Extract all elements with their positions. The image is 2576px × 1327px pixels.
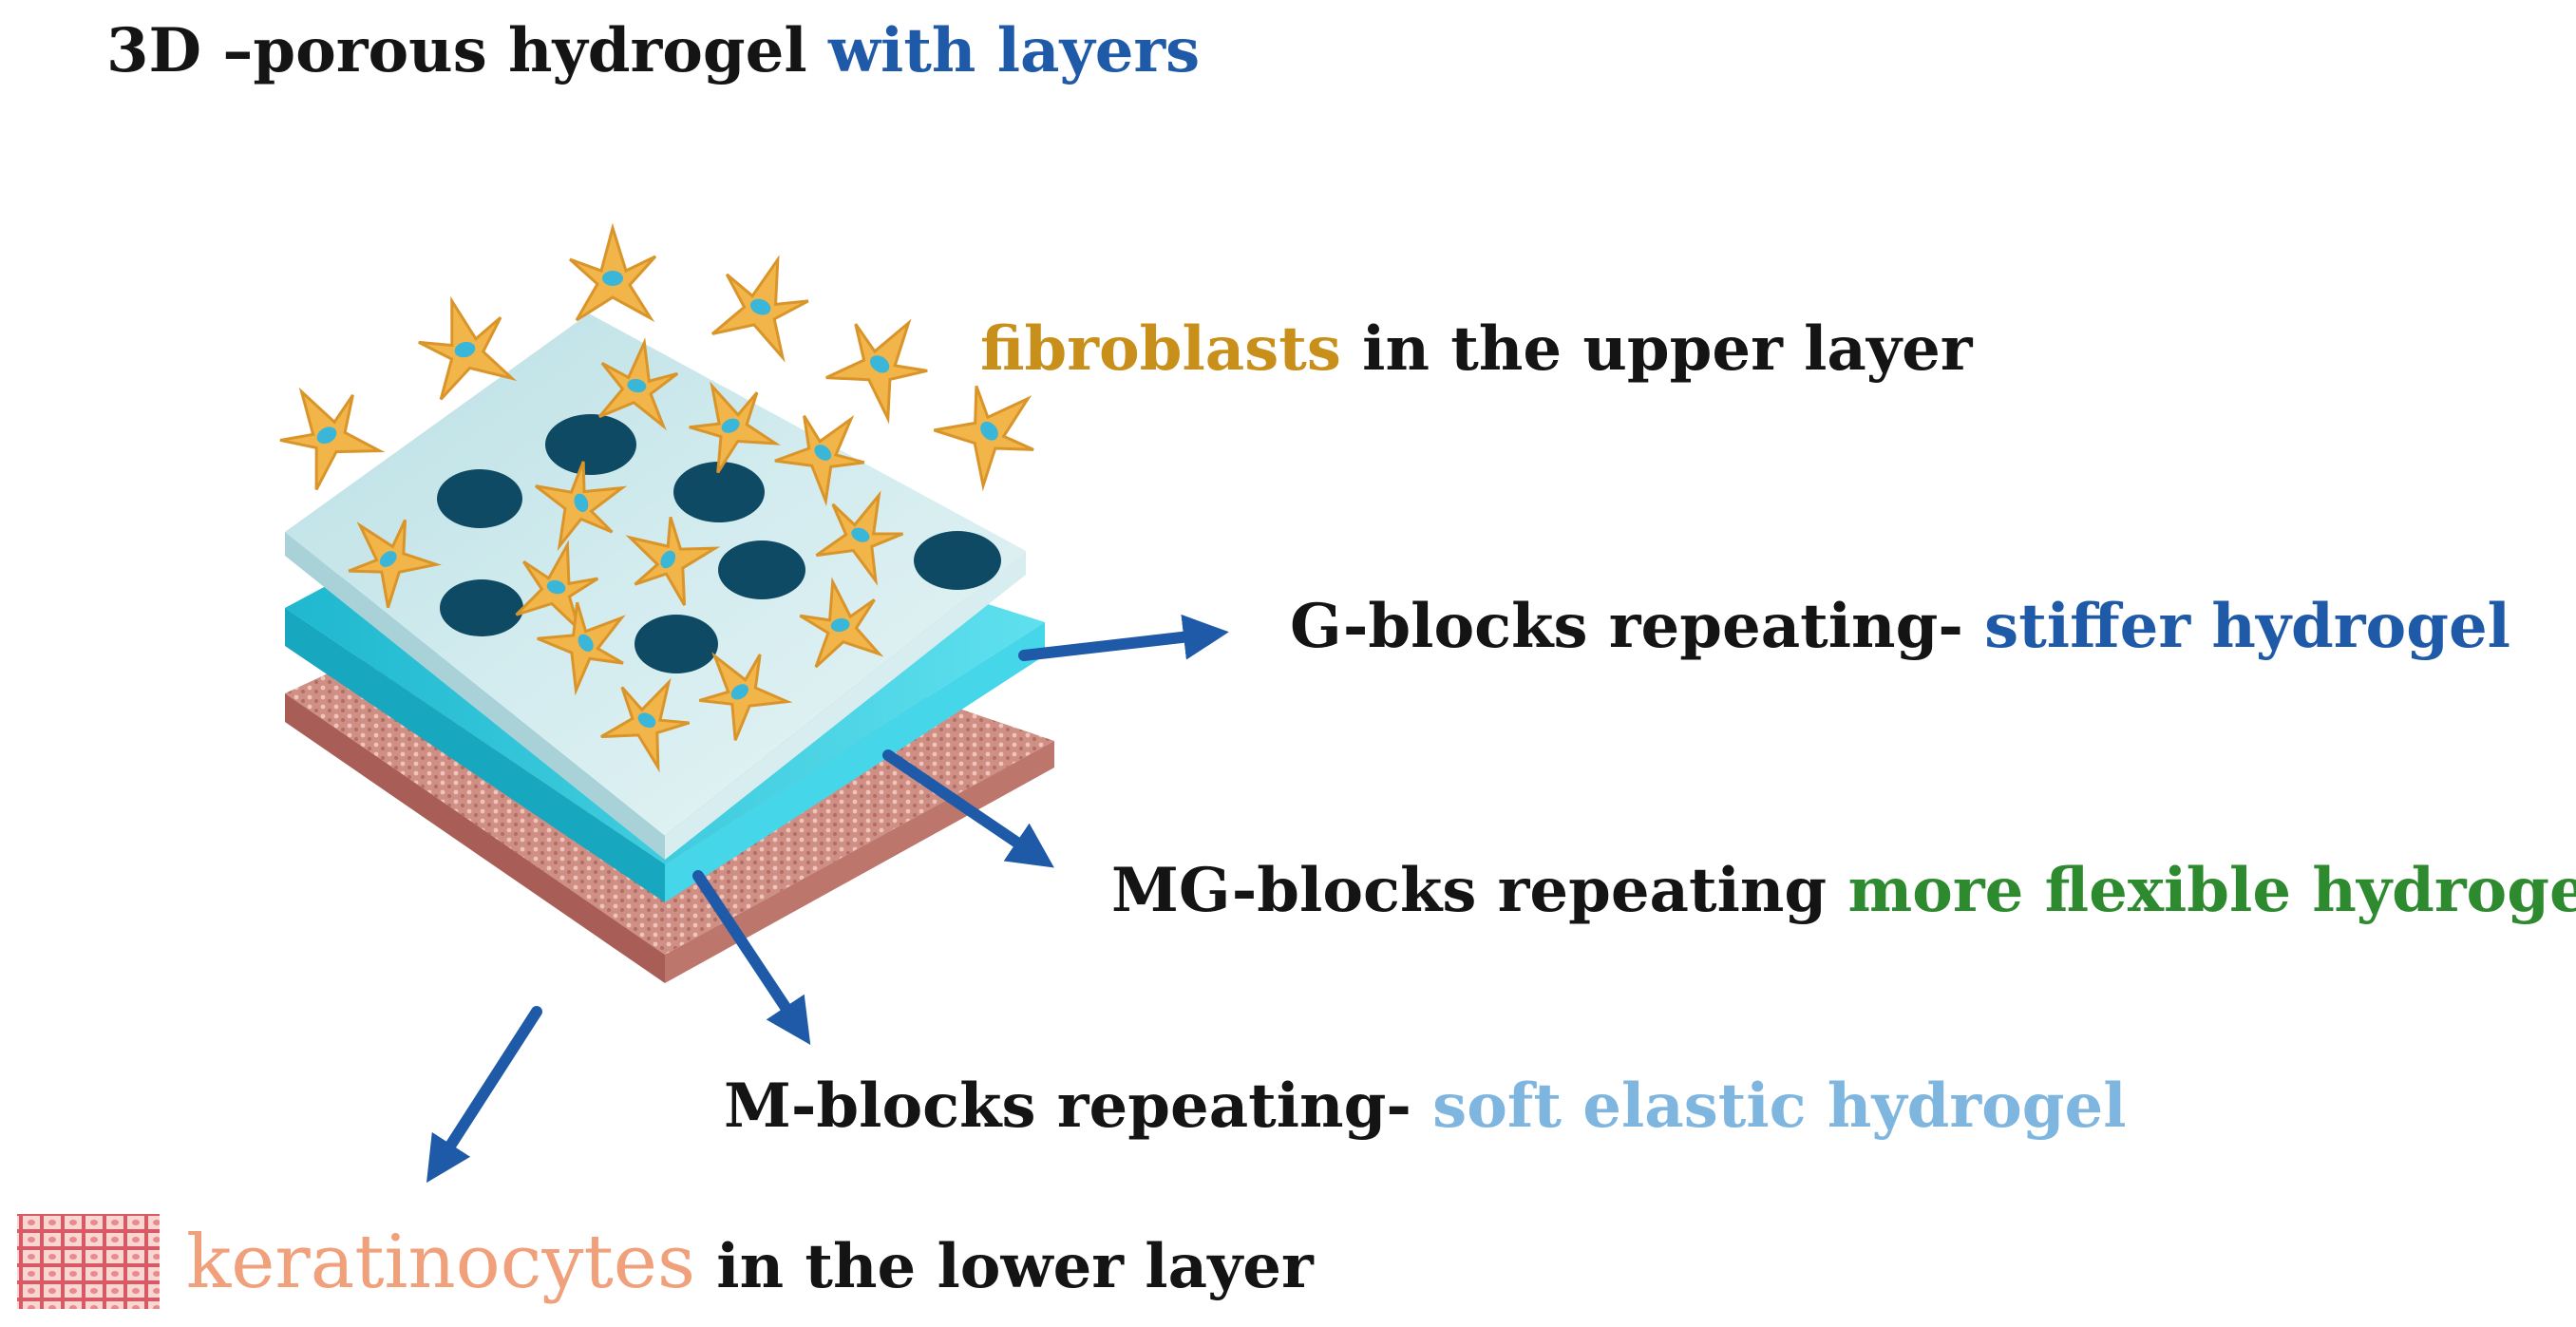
fibroblast-cell-icon [597, 337, 679, 431]
pore [440, 579, 523, 636]
fibroblast-cell-icon [774, 414, 865, 507]
fibroblast-cell-icon [625, 516, 721, 606]
g-blocks-accent: stiffer hydrogel [1984, 591, 2510, 662]
fibroblast-cell-icon [799, 577, 884, 669]
title-part-1: 3D –porous hydrogel [106, 15, 828, 86]
fibroblast-cell-icon [825, 318, 928, 425]
arrow-to-g-blocks [1018, 614, 1229, 661]
fibroblast-cell-icon [600, 677, 691, 773]
pore [914, 531, 1001, 590]
mg-blocks-accent: more flexible hydrogel [1847, 855, 2576, 926]
title-part-2: with layers [827, 15, 1201, 86]
pore [673, 462, 765, 522]
fibroblasts-label: fibroblasts in the upper layer [980, 319, 1973, 380]
m-blocks-label: M-blocks repeating- soft elastic hydroge… [724, 1076, 2127, 1137]
keratinocytes-rest: in the lower layer [694, 1231, 1314, 1302]
pores [437, 414, 1001, 673]
keratinocytes-word: keratinocytes [186, 1220, 695, 1305]
arrow-to-m-blocks [692, 870, 811, 1045]
fibroblast-cell-icon [710, 255, 809, 363]
arrow-to-mg-blocks [882, 749, 1054, 868]
fibroblast-cell-icon [279, 387, 386, 491]
fibroblasts-word: fibroblasts [980, 313, 1341, 385]
fibroblast-cell-icon [348, 519, 443, 609]
keratinocyte-tissue-icon [17, 1214, 160, 1309]
mg-blocks-label: MG-blocks repeating more flexible hydrog… [1111, 861, 2576, 921]
pore [545, 414, 636, 475]
fibroblast-cell-icon [568, 222, 657, 323]
pore [718, 540, 805, 599]
pore [635, 615, 718, 673]
g-blocks-lead: G-blocks repeating- [1290, 591, 1985, 662]
diagram-title: 3D –porous hydrogel with layers [106, 21, 1200, 82]
fibroblast-cell-icon [418, 295, 518, 401]
pore [437, 469, 522, 528]
fibroblast-cell-icon [698, 652, 793, 741]
fibroblast-cell-icon [689, 381, 782, 474]
m-blocks-lead: M-blocks repeating- [724, 1071, 1433, 1142]
keratinocytes-label: keratinocytes in the lower layer [186, 1225, 1314, 1299]
mg-blocks-lead: MG-blocks repeating [1111, 855, 1848, 926]
fibroblast-cell-icon [933, 385, 1034, 492]
fibroblast-cell-icon [537, 601, 626, 696]
g-blocks-label: G-blocks repeating- stiffer hydrogel [1290, 597, 2510, 657]
arrow-to-keratinocytes [426, 1006, 542, 1184]
fibroblast-cell-icon [815, 490, 904, 586]
arrows [426, 614, 1229, 1184]
fibroblasts [279, 222, 1034, 773]
fibroblasts-rest: in the upper layer [1340, 313, 1973, 385]
m-blocks-accent: soft elastic hydrogel [1432, 1071, 2127, 1142]
fibroblast-cell-icon [535, 461, 628, 552]
fibroblast-cell-icon [515, 540, 599, 635]
